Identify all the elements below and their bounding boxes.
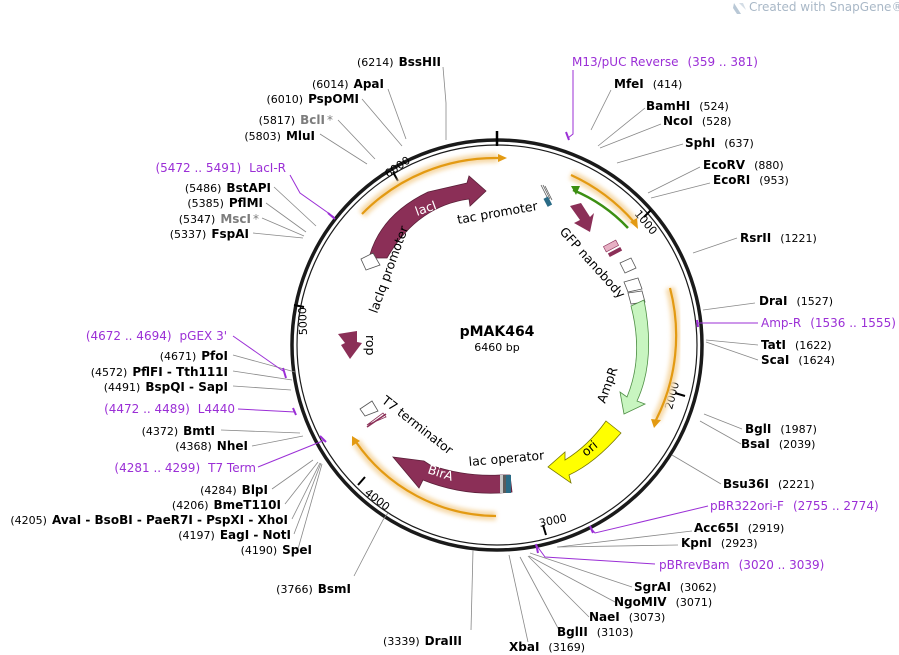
feature-tac-promoter[interactable] [540,184,553,207]
site-sphi[interactable]: SphI(637) [685,136,754,150]
site-kpni[interactable]: KpnI(2923) [681,536,757,550]
site-mfei[interactable]: MfeI(414) [614,77,682,91]
site-msci[interactable]: (5347)MscI* [179,212,259,226]
green-arrow-head [571,186,580,195]
site-blpi[interactable]: (4284)BlpI [200,483,268,497]
site-drai[interactable]: DraI(1527) [759,294,833,308]
feature-lac-operator[interactable] [500,475,511,493]
plasmid-size: 6460 bp [474,341,519,354]
site-apai[interactable]: (6014)ApaI [312,77,384,91]
primer-laci-r[interactable]: (5472 .. 5491)LacI-R [155,161,286,175]
green-arrow [572,188,629,229]
site-eagi-noti[interactable]: (4197)EagI - NotI [178,528,291,542]
site-bstapi[interactable]: (5486)BstAPI [185,181,271,195]
feature-t7-terminator[interactable] [359,400,387,428]
primer-t7-term[interactable]: (4281 .. 4299)T7 Term [114,461,256,475]
feature-laci-label: lacI [413,197,439,219]
orf-arcs [352,153,681,521]
site-scai[interactable]: ScaI(1624) [761,353,835,367]
primer-marks [282,131,699,554]
site-rsrii[interactable]: RsrII(1221) [740,231,817,245]
site-bsu36i[interactable]: Bsu36I(2221) [723,477,815,491]
site-bglii[interactable]: BglII(3103) [557,625,633,639]
primer-pgex-3[interactable]: (4672 .. 4694)pGEX 3' [86,329,227,343]
site-acc65i[interactable]: Acc65I(2919) [694,521,784,535]
site-ngomiv[interactable]: NgoMIV(3071) [614,595,712,609]
site-pspomi[interactable]: (6010)PspOMI [266,92,359,106]
tick-marks [293,171,686,536]
site-labels-right: MfeI(414) BamHI(524) NcoI(528) SphI(637)… [509,77,835,654]
site-bsmi[interactable]: (3766)BsmI [276,582,351,596]
primer-l4440[interactable]: (4472 .. 4489)L4440 [104,402,235,416]
feature-laci[interactable] [368,175,487,259]
site-nhei[interactable]: (4368)NheI [175,439,248,453]
primer-m13-puc-reverse[interactable]: M13/pUC Reverse(359 .. 381) [572,55,758,69]
site-bcli[interactable]: (5817)BclI* [259,113,333,127]
site-naei[interactable]: NaeI(3073) [589,610,665,624]
site-ecori[interactable]: EcoRI(953) [713,173,789,187]
feature-ampr-label: AmpR [594,365,621,406]
tick-label-5000: 5000 [296,307,310,335]
site-bsshii[interactable]: (6214)BssHII [357,55,441,69]
feature-gfp-nanobody[interactable] [570,203,594,232]
feature-tac-promoter-label: tac promoter [456,198,540,227]
site-ncoi[interactable]: NcoI(528) [663,114,731,128]
site-bsai[interactable]: BsaI(2039) [741,437,815,451]
primer-pbrrevbam[interactable]: pBRrevBam(3020 .. 3039) [659,558,824,572]
site-bgli[interactable]: BglI(1987) [745,422,817,436]
site-ecorv[interactable]: EcoRV(880) [703,158,784,172]
site-xbai[interactable]: XbaI(3169) [509,640,585,654]
feature-rop-label: rop [363,335,378,356]
plasmid-name: pMAK464 [460,324,535,340]
site-bspqi-sapi[interactable]: (4491)BspQI - SapI [104,380,228,394]
site-pflmi[interactable]: (5385)PflMI [187,196,263,210]
site-bamhi[interactable]: BamHI(524) [646,99,729,113]
feature-rop[interactable] [338,331,362,359]
primer-amp-r[interactable]: Amp-R(1536 .. 1555) [761,316,896,330]
site-bmti[interactable]: (4372)BmtI [142,424,215,438]
feature-bira[interactable] [392,456,513,494]
site-pflfi-tth111i[interactable]: (4572)PflFI - Tth111I [91,365,228,379]
site-fspai[interactable]: (5337)FspAI [170,227,249,241]
site-pfoi[interactable]: (4671)PfoI [160,349,228,363]
site-spei[interactable]: (4190)SpeI [241,543,312,557]
primer-leader-lines [232,70,758,565]
site-draiii[interactable]: (3339)DraIII [383,634,462,648]
header-watermark: Created with SnapGene® [749,0,899,14]
primer-pbr322ori-f[interactable]: pBR322ori-F(2755 .. 2774) [710,499,879,513]
site-avai-group[interactable]: (4205)AvaI - BsoBI - PaeR7I - PspXI - Xh… [10,513,288,527]
site-labels-left: (6214)BssHII (6014)ApaI (6010)PspOMI (58… [10,55,462,648]
feature-ori[interactable] [547,420,622,484]
site-tati[interactable]: TatI(1622) [761,338,832,352]
feature-ampr[interactable] [619,299,650,415]
site-leader-lines [220,66,759,643]
tick-label-3000: 3000 [538,511,568,530]
primer-labels: M13/pUC Reverse(359 .. 381) (5472 .. 549… [86,55,896,572]
feature-laciq-promoter[interactable] [360,252,381,271]
site-mlui[interactable]: (5803)MluI [244,129,315,143]
feature-small-boxes [619,257,646,305]
feature-t7-terminator-label: T7 terminator [378,392,456,458]
feature-gfp-nanobody-label: GFP nanobody [557,224,629,302]
feature-lac-operator-label: lac operator [468,447,546,469]
snapgene-logo-icon [733,3,746,14]
feature-gfp-linker [603,239,623,258]
site-bmet110i[interactable]: (4206)BmeT110I [172,498,281,512]
site-sgrai[interactable]: SgrAI(3062) [634,580,716,594]
